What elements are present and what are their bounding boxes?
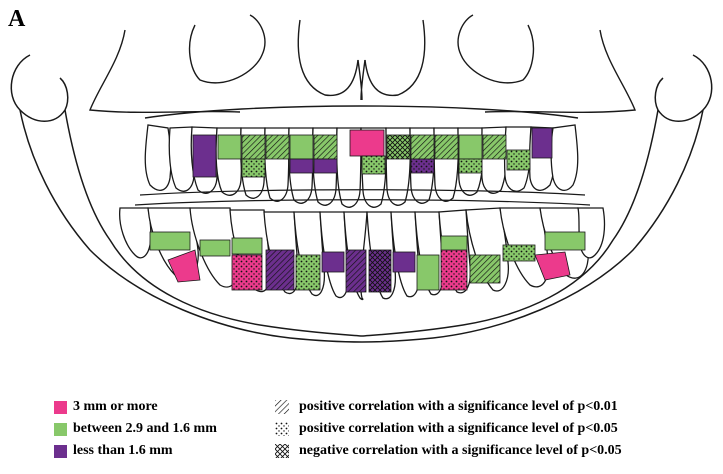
band-u-right-purple (532, 128, 552, 158)
band-u-left-green-4 (290, 135, 313, 159)
green-swatch-icon (54, 423, 67, 436)
band-u-left-purple (193, 135, 216, 177)
legend-label: between 2.9 and 1.6 mm (73, 421, 217, 437)
band-u-right-green-4 (459, 135, 482, 159)
band-u-left-green-1 (218, 135, 241, 159)
legend-colors: 3 mm or more between 2.9 and 1.6 mm less… (54, 396, 217, 462)
magenta-swatch-icon (54, 401, 67, 414)
purple-swatch-icon (54, 445, 67, 458)
dots-pattern-icon (275, 422, 289, 436)
legend-label: positive correlation with a significance… (299, 399, 618, 415)
legend-item-between: between 2.9 and 1.6 mm (54, 418, 217, 440)
legend-item-pos-005: positive correlation with a significance… (275, 418, 622, 440)
legend-patterns: positive correlation with a significance… (275, 396, 622, 462)
legend-item-less: less than 1.6 mm (54, 440, 217, 462)
maxilla-outline (90, 15, 635, 118)
legend-label: negative correlation with a significance… (299, 443, 622, 459)
cross-hatch-icon (275, 444, 289, 458)
band-u-center-magenta (350, 130, 384, 156)
legend-label: 3 mm or more (73, 399, 158, 415)
legend-label: positive correlation with a significance… (299, 421, 618, 437)
dental-diagram (0, 0, 723, 390)
legend-item-neg-005: negative correlation with a significance… (275, 440, 622, 462)
diagonal-hatch-icon (275, 400, 289, 414)
legend-item-pos-001: positive correlation with a significance… (275, 396, 622, 418)
legend-label: less than 1.6 mm (73, 443, 173, 459)
legend-item-3mm: 3 mm or more (54, 396, 217, 418)
